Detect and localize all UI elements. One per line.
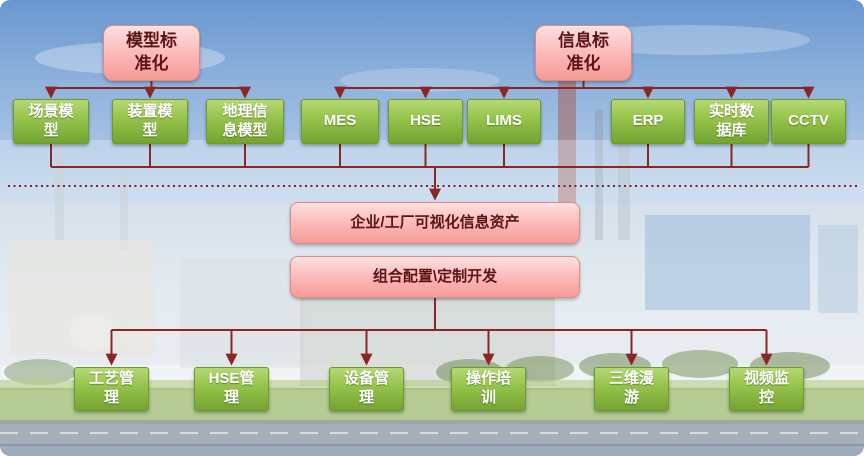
node-3d-roaming: 三维漫 游 <box>594 367 669 411</box>
node-video-surveillance: 视频监 控 <box>729 367 804 411</box>
node-operation-training: 操作培 训 <box>451 367 526 411</box>
node-equipment-mgmt: 设备管 理 <box>329 367 404 411</box>
node-scene-model: 场景模 型 <box>13 99 89 144</box>
node-cctv: CCTV <box>771 99 846 144</box>
box-config-development: 组合配置\定制开发 <box>290 256 580 298</box>
node-erp: ERP <box>611 99 685 144</box>
box-visualization-assets: 企业/工厂可视化信息资产 <box>290 202 580 244</box>
header-info-standardization: 信息标 准化 <box>535 25 632 81</box>
node-hse: HSE <box>388 99 463 144</box>
node-gis-model: 地理信 息模型 <box>206 99 284 144</box>
node-mes: MES <box>301 99 379 144</box>
node-process-mgmt: 工艺管 理 <box>74 367 149 411</box>
node-lims: LIMS <box>467 99 541 144</box>
arrow-group <box>45 81 815 366</box>
node-equipment-model: 装置模 型 <box>112 99 188 144</box>
node-realtime-db: 实时数 据库 <box>694 99 769 144</box>
header-model-standardization: 模型标 准化 <box>103 25 200 81</box>
node-hse-mgmt: HSE管 理 <box>194 367 269 411</box>
